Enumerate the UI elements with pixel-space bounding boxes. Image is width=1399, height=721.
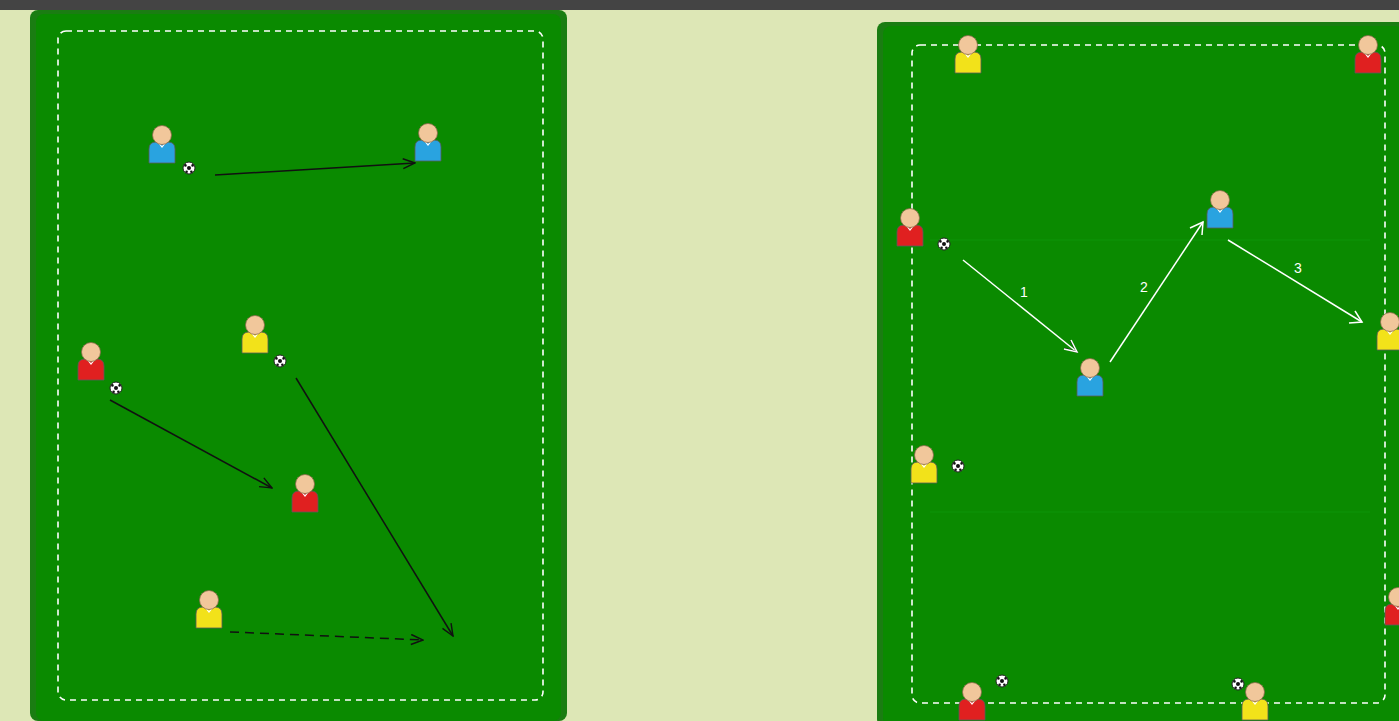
callout-number: 3: [1294, 260, 1302, 276]
callout-number: 1: [1020, 284, 1028, 300]
callout-number: 2: [1140, 279, 1148, 295]
